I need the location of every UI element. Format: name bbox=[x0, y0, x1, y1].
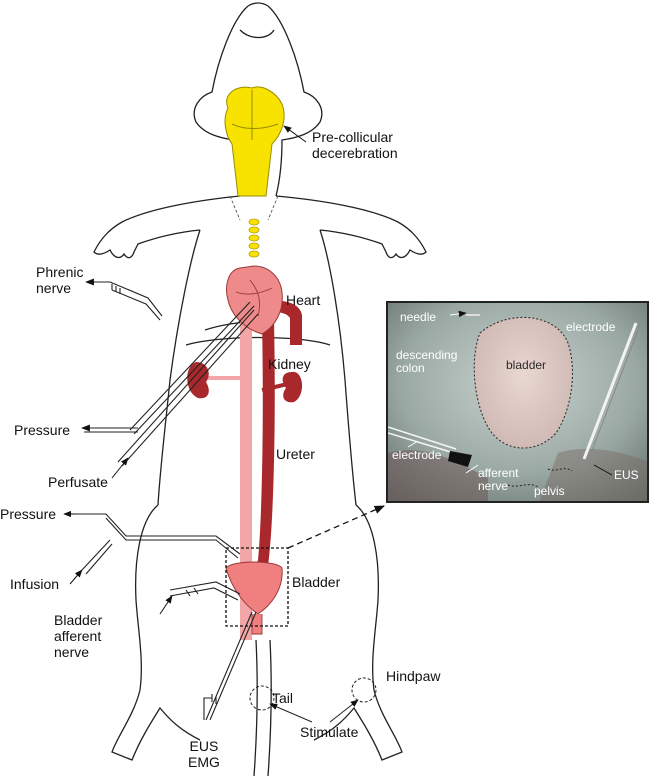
hindpaw-stim-site bbox=[351, 677, 377, 703]
afferent-electrode bbox=[169, 581, 241, 601]
perfusate-arrow bbox=[111, 457, 129, 479]
inset-pelvis-label: pelvis bbox=[534, 484, 565, 498]
tail-stim-site bbox=[249, 685, 275, 711]
eus-emg-electrode bbox=[203, 611, 257, 721]
inset-electrode-top-label: electrode bbox=[566, 320, 616, 334]
left-kidney bbox=[187, 362, 209, 399]
heart-label: Heart bbox=[286, 292, 321, 308]
right-kidney bbox=[282, 371, 303, 403]
inset-bladder-label: bladder bbox=[506, 358, 547, 372]
stimulate-arrow-tail bbox=[269, 703, 313, 723]
pressure-upper-label: Pressure bbox=[14, 422, 71, 438]
perfusate-label: Perfusate bbox=[48, 474, 108, 490]
stimulate-arrow-paw bbox=[329, 699, 359, 723]
inset-electrode-left-label: electrode bbox=[392, 448, 442, 462]
infusion-label: Infusion bbox=[10, 576, 60, 592]
bladder-label: Bladder bbox=[292, 574, 341, 590]
photo-electrode-tip bbox=[448, 451, 472, 467]
afferent-label-arrow bbox=[159, 595, 173, 615]
photo-bladder bbox=[473, 316, 573, 449]
photo-scene bbox=[388, 303, 647, 501]
spinal-cord bbox=[248, 218, 260, 258]
inset-needle-label: needle bbox=[400, 310, 437, 324]
bladder-catheter bbox=[72, 513, 241, 575]
perfusion-cannula bbox=[81, 301, 259, 467]
kidney-label: Kidney bbox=[268, 356, 311, 372]
decerebration-arrow bbox=[283, 125, 307, 143]
tail-label: Tail bbox=[272, 690, 294, 706]
inset-eus-label: EUS bbox=[614, 468, 639, 482]
stimulate-label: Stimulate bbox=[300, 724, 359, 740]
vein bbox=[240, 320, 252, 640]
hindpaw-label: Hindpaw bbox=[386, 668, 441, 684]
brain bbox=[224, 86, 285, 197]
heart bbox=[226, 265, 283, 335]
phrenic-electrode bbox=[85, 278, 163, 321]
bladder bbox=[225, 561, 283, 615]
zoom-arrow bbox=[287, 505, 385, 549]
ureter-label: Ureter bbox=[276, 446, 315, 462]
pressure-lower-label: Pressure bbox=[0, 506, 57, 522]
infusion-arrow bbox=[69, 569, 83, 585]
